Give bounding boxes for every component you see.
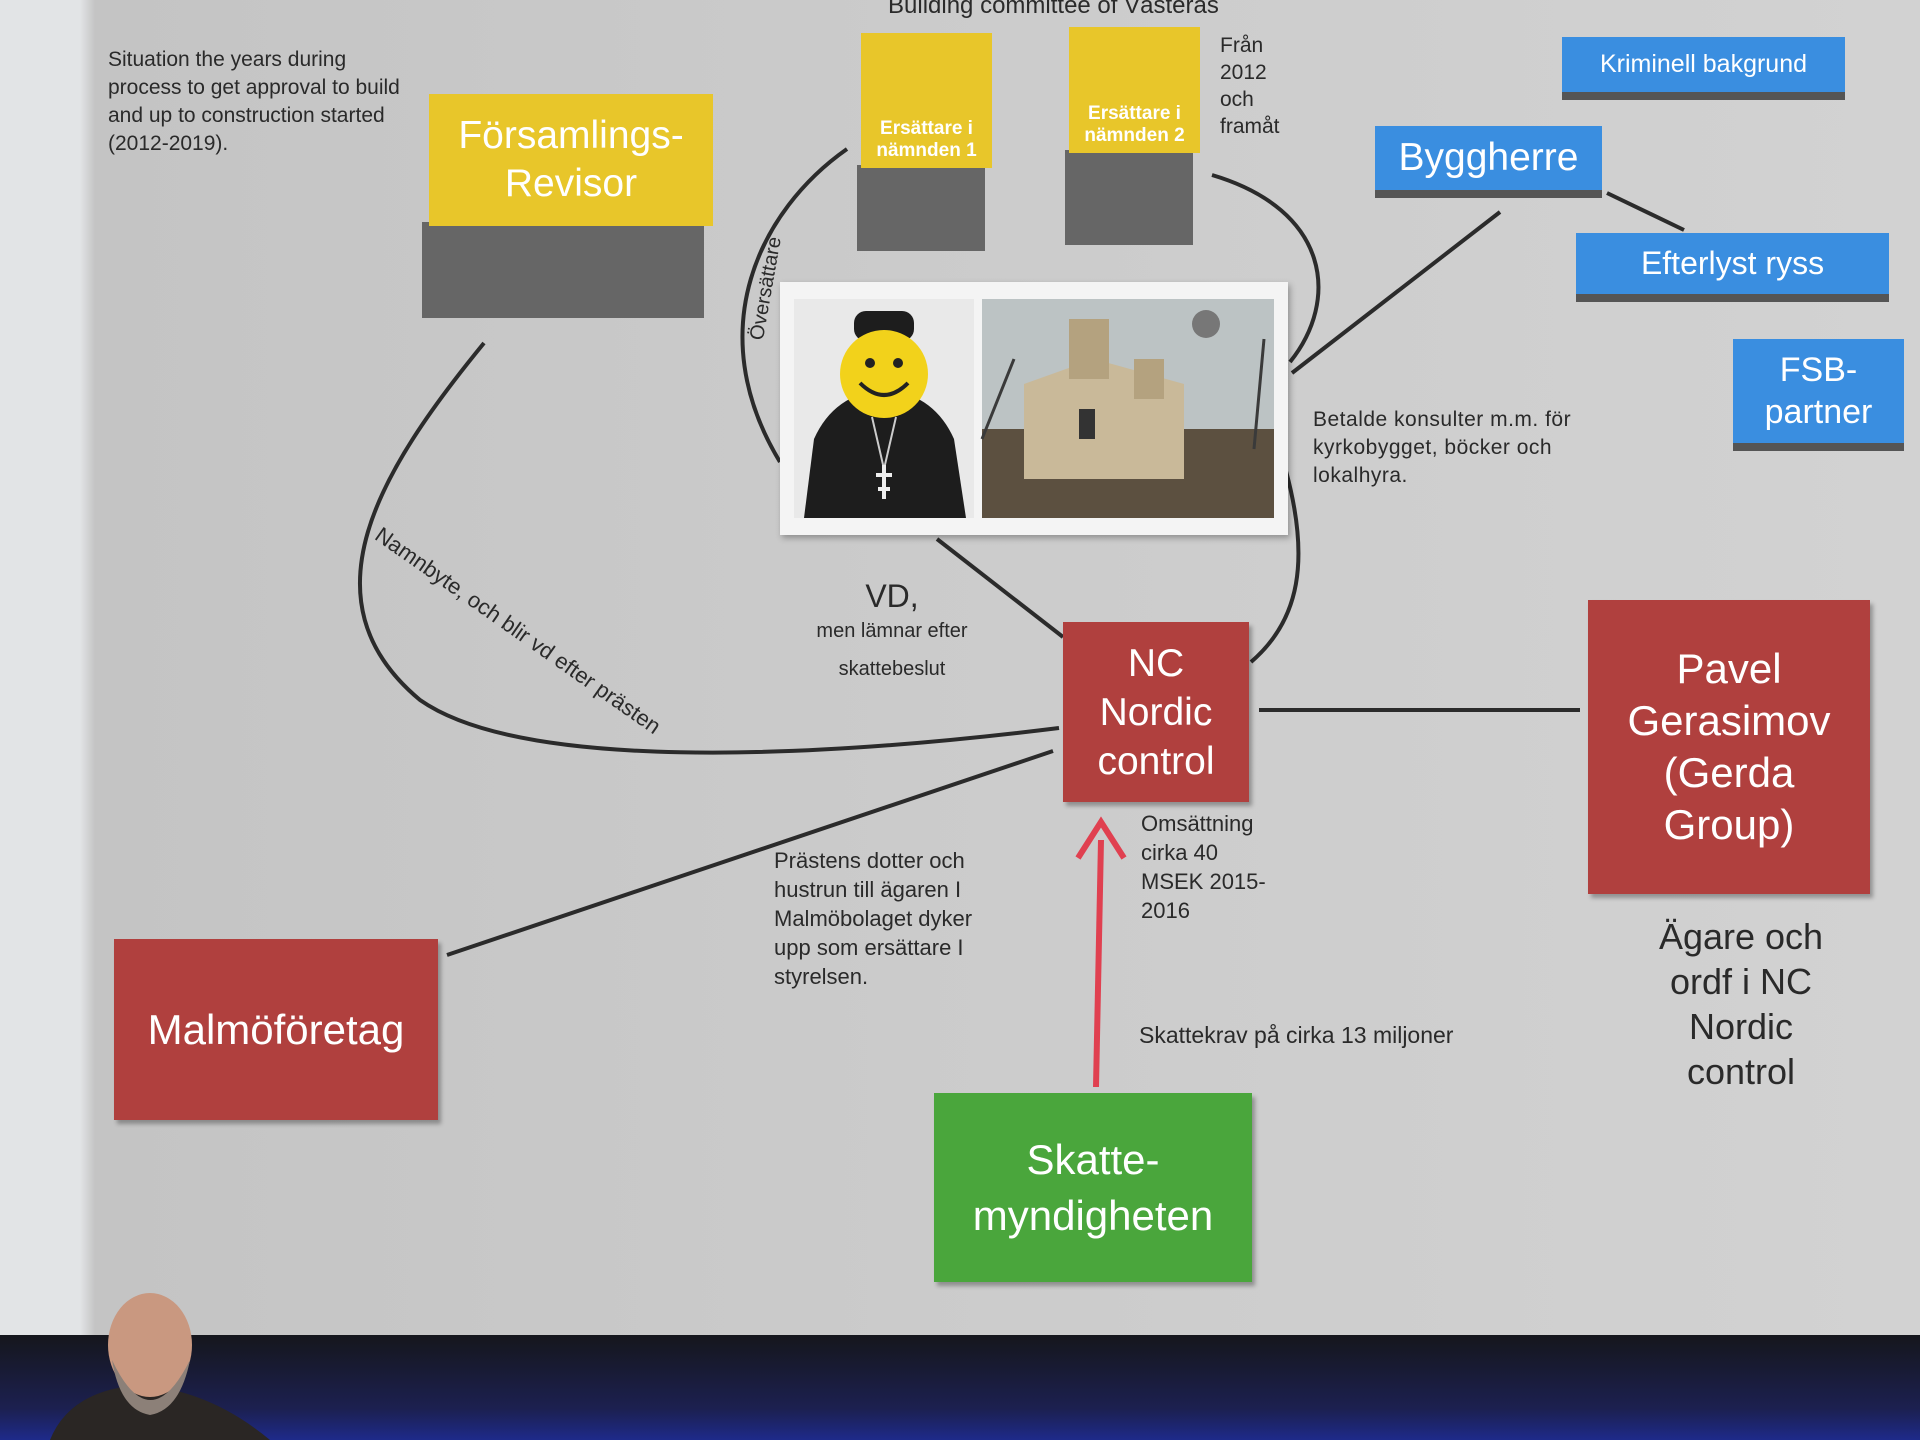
node-skattemyndigheten: Skatte-myndigheten xyxy=(934,1093,1252,1282)
line-efterlyst xyxy=(1606,191,1685,232)
presenter xyxy=(50,1293,270,1440)
node-efterlyst: Efterlyst ryss xyxy=(1576,233,1889,294)
situation-note: Situation the years during process to ge… xyxy=(108,48,400,155)
node-nc-nordic-control: NC Nordic control xyxy=(1063,622,1249,802)
stage-floor xyxy=(0,1335,1920,1440)
line-malmo xyxy=(446,749,1054,957)
label-betalde: Betalde konsulter m.m. för kyrkobygget, … xyxy=(1313,408,1572,487)
node-revisor: Församlings-Revisor xyxy=(429,94,713,226)
label-prastens: Prästens dotter och hustrun till ägaren … xyxy=(774,848,973,989)
node-ersattare2: Ersättare i nämnden 2 xyxy=(1069,27,1200,153)
label-agare: Ägare och ordf i NC Nordic control xyxy=(1658,916,1824,1092)
arrow-head xyxy=(1075,816,1127,860)
arrow-skattekrav xyxy=(1093,839,1104,1088)
ersattare2-shadow xyxy=(1065,150,1193,245)
cross-icon xyxy=(876,465,892,499)
node-fsb: FSB-partner xyxy=(1733,339,1904,443)
ersattare1-shadow xyxy=(857,165,985,251)
diagram-title: Building committee of Västerås xyxy=(888,0,1219,19)
priest-image xyxy=(794,299,974,518)
label-vd-sub1: men lämnar efter xyxy=(816,620,968,642)
label-omsattning: Omsättning cirka 40 MSEK 2015-2016 xyxy=(1141,811,1266,923)
revisor-shadow xyxy=(422,222,704,318)
rotate-icon xyxy=(1192,310,1220,338)
connector-lines xyxy=(357,147,1685,1088)
node-byggherre: Byggherre xyxy=(1375,126,1602,190)
line-oversattare xyxy=(740,147,849,464)
line-byggherre xyxy=(1290,210,1502,375)
smiley-icon xyxy=(840,330,928,418)
node-kriminell: Kriminell bakgrund xyxy=(1562,37,1845,92)
node-ersattare1: Ersättare i nämnden 1 xyxy=(861,33,992,168)
line-photo-nc xyxy=(935,537,1065,639)
node-pavel: Pavel Gerasimov (Gerda Group) xyxy=(1588,600,1870,894)
label-skattekrav: Skattekrav på cirka 13 miljoner xyxy=(1139,1022,1454,1048)
label-vd: VD, xyxy=(865,578,919,614)
line-photo-nc-right xyxy=(1249,470,1301,664)
label-vd-sub2: skattebeslut xyxy=(838,658,946,680)
node-malmoforetag: Malmöföretag xyxy=(114,939,438,1120)
photo xyxy=(780,282,1288,535)
line-namnbyte-loop xyxy=(357,341,1060,755)
label-fran: Från 2012 och framåt xyxy=(1220,34,1280,138)
church-image xyxy=(980,299,1274,518)
line-ersattare2 xyxy=(1211,173,1321,364)
